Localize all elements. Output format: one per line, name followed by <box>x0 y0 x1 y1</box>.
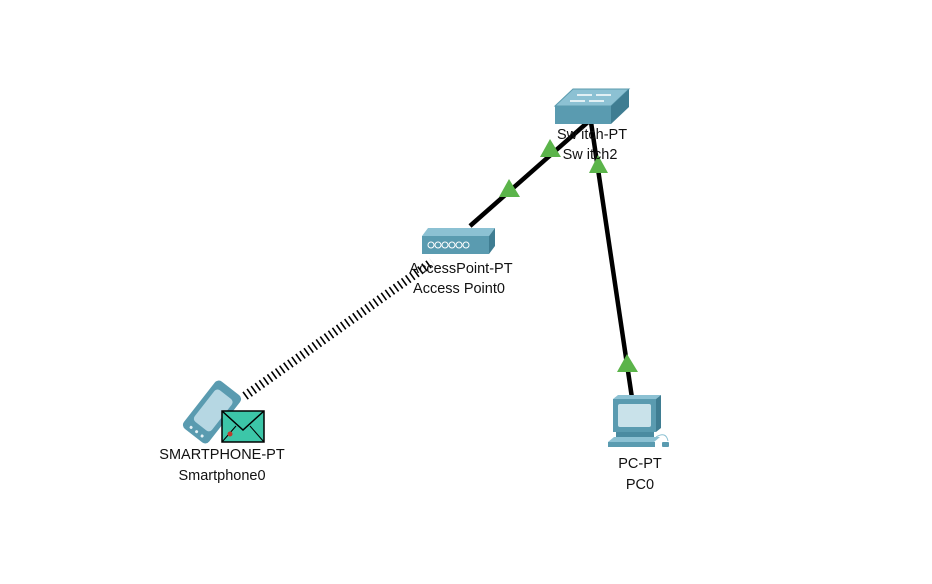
switch-icon[interactable] <box>553 88 631 124</box>
access-point-icon[interactable] <box>422 228 495 254</box>
link-up-indicator-icon <box>540 139 561 157</box>
pc-icon[interactable] <box>608 395 669 447</box>
access-point-name-label: Access Point0 <box>413 281 505 297</box>
wireless-link-smartphone-ap[interactable] <box>242 258 435 400</box>
pc-type-label: PC-PT <box>618 456 662 472</box>
link-up-indicator-icon <box>499 179 520 197</box>
smartphone-name-label: Smartphone0 <box>178 468 266 484</box>
link-up-indicator-icon <box>617 354 638 372</box>
link-switch-pc[interactable] <box>588 121 638 399</box>
pc-name-label: PC0 <box>625 477 655 493</box>
smartphone-icon[interactable] <box>181 379 243 446</box>
link-ap-switch[interactable] <box>468 120 590 228</box>
switch-type-label: Sw itch-PT <box>556 127 628 143</box>
access-point-type-label: AccessPoint-PT <box>409 261 513 277</box>
smartphone-type-label: SMARTPHONE-PT <box>159 447 285 463</box>
envelope-icon[interactable] <box>221 410 265 443</box>
switch-name-label: Sw itch2 <box>562 147 618 163</box>
link-up-indicator-icon <box>589 155 608 173</box>
